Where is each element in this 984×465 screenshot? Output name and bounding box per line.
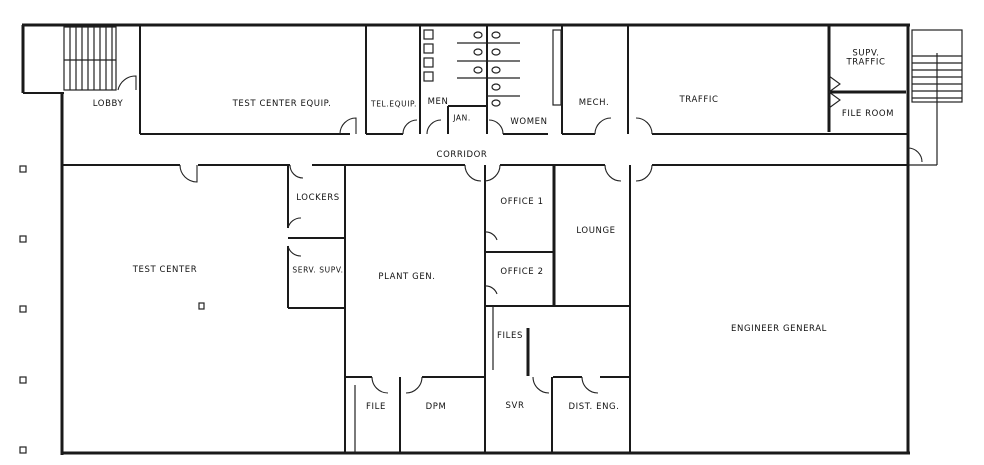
room-label-women: WOMEN	[510, 116, 548, 127]
room-label-serv-supv: SERV. SUPV.	[292, 265, 344, 275]
room-label-file: FILE	[366, 401, 386, 412]
room-label-test-center: TEST CENTER	[132, 264, 198, 275]
room-label-office-2: OFFICE 2	[500, 266, 544, 277]
room-label-svr: SVR	[505, 400, 525, 411]
room-label-men: MEN	[427, 96, 449, 107]
room-label-plant-gen: PLANT GEN.	[378, 271, 436, 282]
stairs-left	[63, 26, 117, 91]
room-label-lounge: LOUNGE	[576, 225, 616, 236]
room-label-test-center-equip: TEST CENTER EQUIP.	[232, 98, 332, 109]
door-swings	[179, 75, 923, 394]
room-label-file-room: FILE ROOM	[841, 108, 895, 119]
room-label-lobby: LOBBY	[92, 98, 124, 109]
room-label-dpm: DPM	[425, 401, 447, 412]
room-label-tel-equip: TEL.EQUIP.	[371, 99, 417, 109]
room-label-dist-eng: DIST. ENG.	[568, 401, 620, 412]
room-label-corridor: CORRIDOR	[436, 149, 488, 160]
room-label-lockers: LOCKERS	[296, 192, 340, 203]
room-label-office-1: OFFICE 1	[500, 196, 544, 207]
exterior-columns	[19, 165, 27, 454]
room-label-mech: MECH.	[578, 97, 610, 108]
room-label-supv-traffic: SUPV. TRAFFIC	[846, 48, 886, 68]
stairs-right	[908, 29, 963, 166]
toilet-stalls	[423, 29, 562, 107]
room-label-files: FILES	[497, 330, 523, 341]
room-label-traffic: TRAFFIC	[679, 94, 719, 105]
room-label-engineer-general: ENGINEER GENERAL	[731, 323, 827, 334]
room-label-jan: JAN.	[453, 113, 471, 123]
